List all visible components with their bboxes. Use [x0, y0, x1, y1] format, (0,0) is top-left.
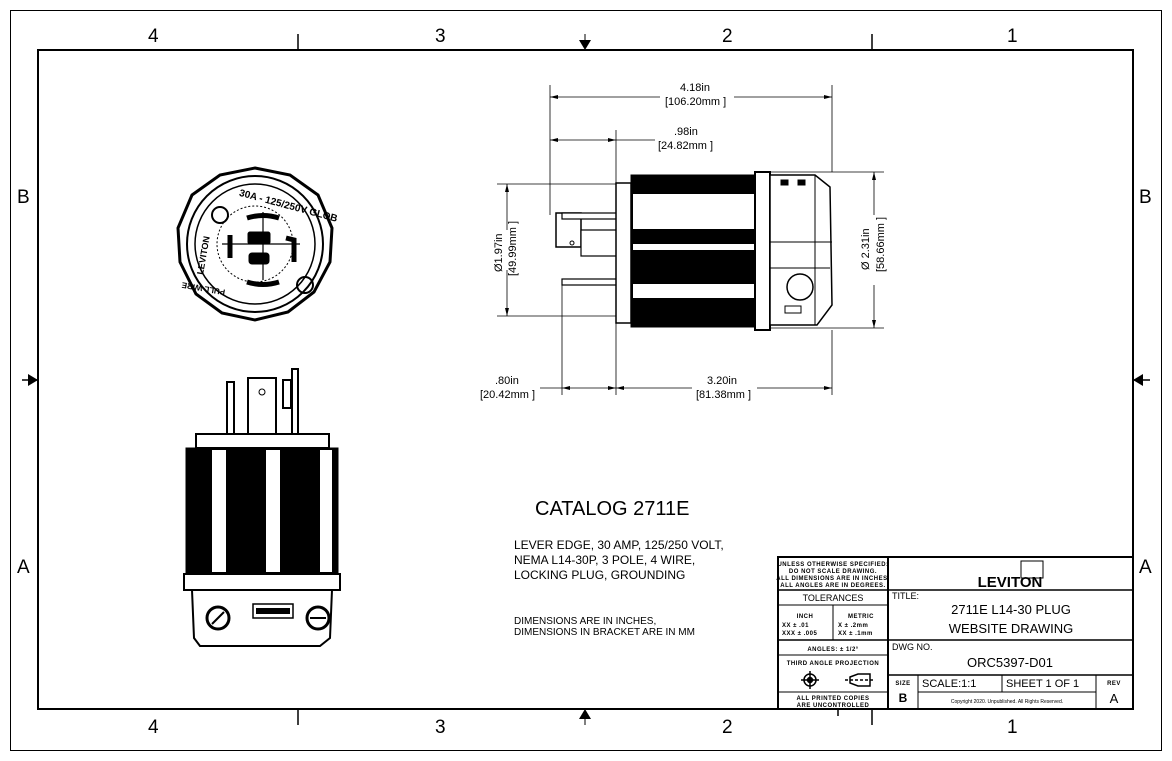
general-note: ALL ANGLES ARE IN DEGREES.: [780, 583, 885, 589]
inch-tolerance: XX ± .01: [782, 623, 809, 629]
plug-side-view: [555, 171, 833, 331]
general-note: UNLESS OTHERWISE SPECIFIED:: [777, 562, 888, 568]
outer-border: [10, 10, 1162, 751]
zone-right-b: B: [1139, 187, 1152, 208]
face-marking-left: LEVITON: [195, 235, 212, 275]
general-note: ALL DIMENSIONS ARE IN INCHES.: [776, 576, 890, 582]
dim-blade-mm: [24.82mm ]: [658, 140, 713, 152]
plug-face-view: 30A - 125/250V GLOB LEVITON PULL WIRE: [176, 166, 339, 322]
dimension-note: DIMENSIONS ARE IN INCHES,: [514, 616, 656, 627]
center-arrows: [28, 34, 1143, 725]
zone-top-2: 2: [722, 26, 733, 47]
metric-tolerance: X ± .2mm: [838, 623, 868, 629]
dim-face-mm: [49.99mm ]: [507, 221, 519, 276]
zone-left-a: A: [17, 557, 30, 578]
tolerances-label: TOLERANCES: [803, 593, 864, 603]
zone-bottom-4: 4: [148, 717, 159, 738]
arrow-icon: [28, 374, 38, 386]
dim-body-mm: [58.66mm ]: [875, 217, 887, 272]
face-marking-bottom: PULL WIRE: [180, 280, 225, 297]
inch-label: INCH: [797, 614, 814, 620]
rev-value: A: [1110, 691, 1119, 706]
dwg-no: ORC5397-D01: [967, 655, 1053, 670]
dimension-labels: 4.18in [106.20mm ] .98in [24.82mm ] Ø1.9…: [480, 82, 887, 401]
general-note: DO NOT SCALE DRAWING.: [789, 569, 877, 575]
metric-label: METRIC: [848, 614, 874, 620]
zone-top-4: 4: [148, 26, 159, 47]
arrow-icon: [1133, 374, 1143, 386]
dim-length-in: 3.20in: [707, 375, 737, 387]
dim-length-mm: [81.38mm ]: [696, 389, 751, 401]
rev-label: REV: [1107, 681, 1121, 687]
arrow-icon: [579, 40, 591, 50]
projection-label: THIRD ANGLE PROJECTION: [787, 661, 879, 667]
scale: SCALE:1:1: [922, 678, 976, 690]
leviton-label: [256, 608, 290, 614]
inch-tolerance: XXX ± .005: [782, 631, 817, 637]
dim-offset-in: .80in: [495, 375, 519, 387]
zone-top-1: 1: [1007, 26, 1018, 47]
size-value: B: [899, 691, 908, 705]
printed-notice: ALL PRINTED COPIES: [797, 696, 870, 702]
angles-tolerance: ANGLES: ± 1/2°: [807, 647, 858, 653]
plug-front-view: [183, 368, 341, 647]
dim-overall-mm: [106.20mm ]: [665, 96, 726, 108]
catalog-desc-line: LOCKING PLUG, GROUNDING: [514, 568, 685, 582]
title-block: UNLESS OTHERWISE SPECIFIED: DO NOT SCALE…: [776, 556, 1134, 716]
dim-offset-mm: [20.42mm ]: [480, 389, 535, 401]
arrow-icon: [579, 709, 591, 719]
drawing-title: 2711E L14-30 PLUG: [951, 602, 1071, 617]
dim-body-in: Ø 2.31in: [860, 228, 872, 270]
dim-blade-in: .98in: [674, 126, 698, 138]
dim-face-in: Ø1.97in: [493, 233, 505, 272]
zone-right-a: A: [1139, 557, 1152, 578]
zone-bottom-3: 3: [435, 717, 446, 738]
logo-text: LEVITON: [978, 574, 1043, 591]
zone-bottom-1: 1: [1007, 717, 1018, 738]
zone-bottom-2: 2: [722, 717, 733, 738]
copyright: Copyright 2020. Unpublished. All Rights …: [951, 699, 1063, 705]
printed-notice: ARE UNCONTROLLED: [797, 703, 870, 709]
catalog-title: CATALOG 2711E: [535, 498, 690, 520]
metric-tolerance: XX ± .1mm: [838, 631, 873, 637]
catalog-desc-line: NEMA L14-30P, 3 POLE, 4 WIRE,: [514, 553, 695, 567]
catalog-desc-line: LEVER EDGE, 30 AMP, 125/250 VOLT,: [514, 538, 724, 552]
catalog-info: CATALOG 2711E LEVER EDGE, 30 AMP, 125/25…: [514, 498, 724, 638]
dim-overall-in: 4.18in: [680, 82, 710, 94]
sheet: SHEET 1 OF 1: [1006, 678, 1079, 690]
drawing-title: WEBSITE DRAWING: [949, 621, 1073, 636]
title-label: TITLE:: [892, 591, 919, 601]
size-label: SIZE: [895, 681, 910, 687]
dimension-note: DIMENSIONS IN BRACKET ARE IN MM: [514, 627, 695, 638]
third-angle-projection-icon: [801, 671, 874, 689]
zone-top-3: 3: [435, 26, 446, 47]
dwg-no-label: DWG NO.: [892, 642, 933, 652]
zone-left-b: B: [17, 187, 30, 208]
zone-labels: 4 3 2 1 4 3 2 1 B A B A: [17, 26, 1152, 738]
dimension-arrows: [505, 95, 876, 390]
zone-ticks: [22, 34, 1150, 725]
leviton-logo: LEVITON: [978, 560, 1044, 591]
